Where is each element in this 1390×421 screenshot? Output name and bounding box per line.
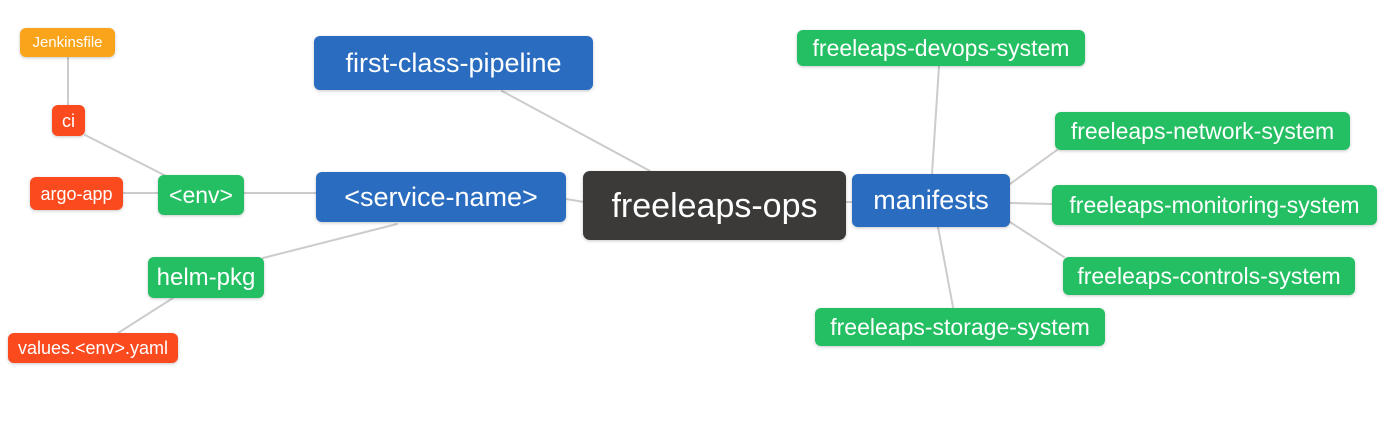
node-freeleaps-network-system[interactable]: freeleaps-network-system xyxy=(1055,112,1350,150)
edge-manifests-to-freeleaps-network-system xyxy=(1009,149,1058,185)
node-jenkinsfile[interactable]: Jenkinsfile xyxy=(20,28,115,57)
edge-first-class-pipeline-to-freeleaps-ops xyxy=(501,90,651,172)
edge-helm-pkg-to-values-env-yaml xyxy=(117,297,174,334)
edge-manifests-to-freeleaps-monitoring-system xyxy=(1009,202,1053,205)
node-freeleaps-ops[interactable]: freeleaps-ops xyxy=(583,171,846,240)
edge-ci-to-env xyxy=(84,134,167,177)
node-env[interactable]: <env> xyxy=(158,175,244,215)
node-first-class-pipeline[interactable]: first-class-pipeline xyxy=(314,36,593,90)
node-freeleaps-controls-system[interactable]: freeleaps-controls-system xyxy=(1063,257,1355,295)
edge-manifests-to-freeleaps-controls-system xyxy=(1009,221,1065,258)
edge-manifests-to-freeleaps-devops-system xyxy=(931,65,940,175)
node-freeleaps-monitoring-system[interactable]: freeleaps-monitoring-system xyxy=(1052,185,1377,225)
node-freeleaps-storage-system[interactable]: freeleaps-storage-system xyxy=(815,308,1105,346)
node-ci[interactable]: ci xyxy=(52,105,85,136)
edge-service-name-to-freeleaps-ops xyxy=(565,198,585,203)
node-service-name[interactable]: <service-name> xyxy=(316,172,566,222)
node-freeleaps-devops-system[interactable]: freeleaps-devops-system xyxy=(797,30,1085,66)
node-argo-app[interactable]: argo-app xyxy=(30,177,123,210)
edge-service-name-to-helm-pkg xyxy=(262,223,398,259)
node-manifests[interactable]: manifests xyxy=(852,174,1010,227)
node-helm-pkg[interactable]: helm-pkg xyxy=(148,257,264,298)
node-values-env-yaml[interactable]: values.<env>.yaml xyxy=(8,333,178,363)
edge-manifests-to-freeleaps-storage-system xyxy=(937,226,954,308)
